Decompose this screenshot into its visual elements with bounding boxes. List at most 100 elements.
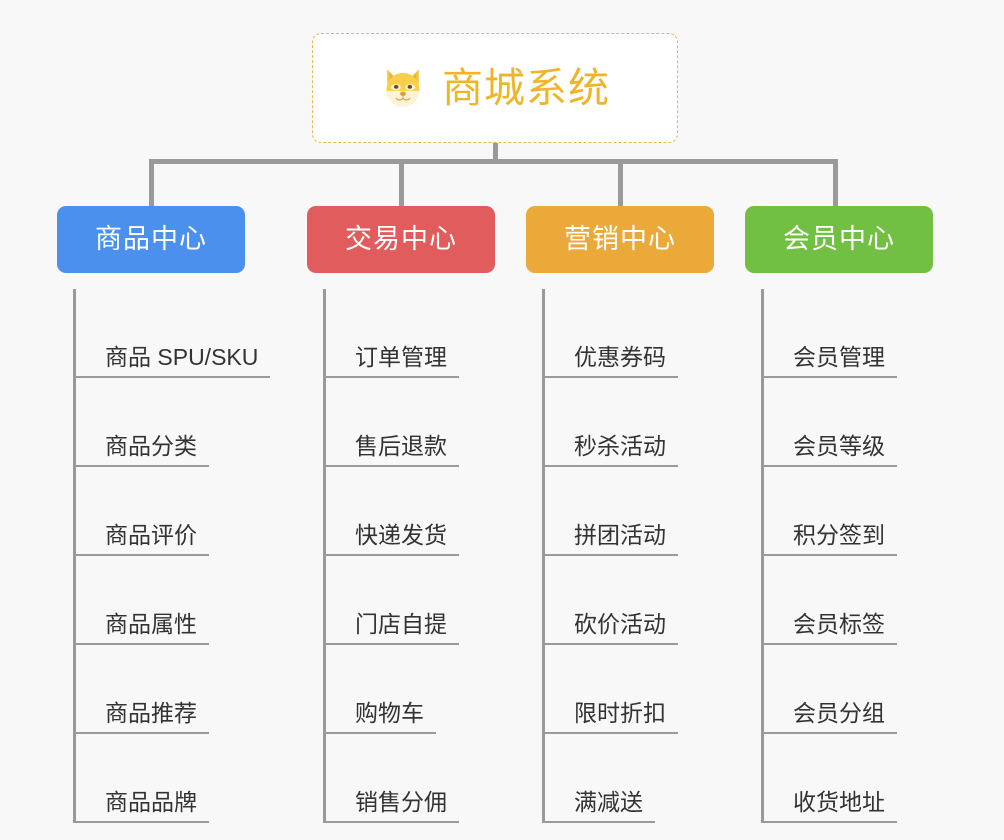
leaf-item[interactable]: 优惠券码: [542, 289, 714, 378]
leaf-underline: [73, 376, 270, 378]
leaf-underline: [73, 465, 209, 467]
leaf-item[interactable]: 秒杀活动: [542, 378, 714, 467]
leaf-item[interactable]: 门店自提: [323, 556, 495, 645]
leaf-underline: [542, 465, 678, 467]
leaf-underline: [323, 821, 459, 823]
leaf-list-3: 优惠券码 秒杀活动 拼团活动 砍价活动 限时折扣 满减送: [542, 289, 714, 823]
leaf-label: 拼团活动: [574, 522, 666, 549]
leaf-item[interactable]: 购物车: [323, 645, 495, 734]
root-title: 商城系统: [442, 64, 610, 111]
leaf-item[interactable]: 会员管理: [761, 289, 933, 378]
leaf-label: 限时折扣: [574, 700, 666, 727]
branch-column-1: 商品中心 商品 SPU/SKU 商品分类 商品评价 商品属性 商品推荐: [57, 206, 270, 839]
category-header-3[interactable]: 营销中心: [526, 206, 714, 273]
leaf-underline: [761, 554, 897, 556]
leaf-underline: [542, 821, 655, 823]
leaf-underline: [542, 643, 678, 645]
leaf-label: 会员标签: [793, 611, 885, 638]
dog-face-icon: [380, 65, 426, 111]
leaf-item[interactable]: 会员等级: [761, 378, 933, 467]
leaf-spine: [323, 289, 326, 823]
category-header-2[interactable]: 交易中心: [307, 206, 495, 273]
leaf-item[interactable]: 商品评价: [73, 467, 245, 556]
connector-drop-3: [618, 159, 623, 207]
leaf-label: 优惠券码: [574, 344, 666, 371]
leaf-list-4: 会员管理 会员等级 积分签到 会员标签 会员分组 收货地址: [761, 289, 933, 823]
leaf-label: 购物车: [355, 700, 424, 727]
leaf-label: 秒杀活动: [574, 433, 666, 460]
category-title: 会员中心: [783, 224, 895, 254]
leaf-label: 砍价活动: [574, 611, 666, 638]
leaf-underline: [73, 554, 209, 556]
leaf-item[interactable]: 满减送: [542, 734, 714, 823]
leaf-item[interactable]: 商品品牌: [73, 734, 245, 823]
leaf-label: 商品品牌: [105, 789, 197, 816]
leaf-label: 商品分类: [105, 433, 197, 460]
leaf-list-1: 商品 SPU/SKU 商品分类 商品评价 商品属性 商品推荐 商品品牌: [73, 289, 270, 823]
leaf-label: 销售分佣: [355, 789, 447, 816]
category-header-1[interactable]: 商品中心: [57, 206, 245, 273]
leaf-item[interactable]: 拼团活动: [542, 467, 714, 556]
root-node[interactable]: 商城系统: [312, 33, 678, 143]
leaf-underline: [761, 643, 897, 645]
leaf-underline: [323, 643, 459, 645]
leaf-underline: [761, 465, 897, 467]
leaf-label: 门店自提: [355, 611, 447, 638]
category-title: 商品中心: [95, 224, 207, 254]
leaf-underline: [73, 732, 209, 734]
leaf-underline: [761, 376, 897, 378]
leaf-label: 会员管理: [793, 344, 885, 371]
leaf-item[interactable]: 售后退款: [323, 378, 495, 467]
leaf-underline: [761, 821, 897, 823]
connector-drop-1: [149, 159, 154, 207]
leaf-item[interactable]: 商品 SPU/SKU: [73, 289, 270, 378]
branch-column-4: 会员中心 会员管理 会员等级 积分签到 会员标签 会员分组: [745, 206, 933, 839]
leaf-item[interactable]: 商品属性: [73, 556, 245, 645]
leaf-label: 售后退款: [355, 433, 447, 460]
leaf-underline: [73, 821, 209, 823]
leaf-item[interactable]: 收货地址: [761, 734, 933, 823]
leaf-label: 商品推荐: [105, 700, 197, 727]
leaf-underline: [323, 376, 459, 378]
leaf-item[interactable]: 订单管理: [323, 289, 495, 378]
branch-column-2: 交易中心 订单管理 售后退款 快递发货 门店自提 购物车: [307, 206, 495, 839]
leaf-underline: [761, 732, 897, 734]
leaf-label: 商品 SPU/SKU: [105, 344, 259, 371]
leaf-label: 商品属性: [105, 611, 197, 638]
leaf-underline: [73, 643, 209, 645]
leaf-spine: [761, 289, 764, 823]
leaf-list-2: 订单管理 售后退款 快递发货 门店自提 购物车 销售分佣: [323, 289, 495, 823]
leaf-item[interactable]: 会员分组: [761, 645, 933, 734]
leaf-spine: [73, 289, 76, 823]
leaf-spine: [542, 289, 545, 823]
leaf-label: 商品评价: [105, 522, 197, 549]
leaf-label: 快递发货: [355, 522, 447, 549]
leaf-item[interactable]: 积分签到: [761, 467, 933, 556]
leaf-label: 满减送: [574, 789, 643, 816]
leaf-label: 收货地址: [793, 789, 885, 816]
leaf-item[interactable]: 商品推荐: [73, 645, 245, 734]
leaf-item[interactable]: 快递发货: [323, 467, 495, 556]
leaf-item[interactable]: 销售分佣: [323, 734, 495, 823]
leaf-label: 积分签到: [793, 522, 885, 549]
category-title: 营销中心: [564, 224, 676, 254]
leaf-underline: [542, 376, 678, 378]
connector-drop-2: [399, 159, 404, 207]
leaf-item[interactable]: 限时折扣: [542, 645, 714, 734]
connector-drop-4: [833, 159, 838, 207]
connector-horizontal-bus: [149, 159, 837, 164]
connector-root-stem: [493, 143, 498, 163]
leaf-item[interactable]: 商品分类: [73, 378, 245, 467]
category-header-4[interactable]: 会员中心: [745, 206, 933, 273]
leaf-underline: [542, 732, 678, 734]
branch-column-3: 营销中心 优惠券码 秒杀活动 拼团活动 砍价活动 限时折扣: [526, 206, 714, 839]
leaf-label: 订单管理: [355, 344, 447, 371]
leaf-item[interactable]: 砍价活动: [542, 556, 714, 645]
leaf-underline: [323, 554, 459, 556]
leaf-underline: [323, 732, 436, 734]
leaf-label: 会员分组: [793, 700, 885, 727]
leaf-underline: [542, 554, 678, 556]
leaf-label: 会员等级: [793, 433, 885, 460]
leaf-item[interactable]: 会员标签: [761, 556, 933, 645]
